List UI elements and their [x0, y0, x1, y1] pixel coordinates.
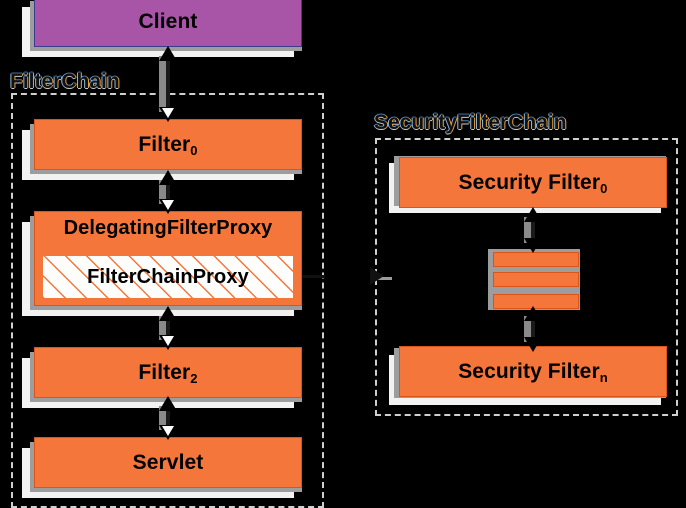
connector-proxy-to-security-chain-arrowhead — [370, 267, 384, 285]
group-security-filter-chain-label: SecurityFilterChain — [374, 111, 567, 134]
security-filtern-label: Security Filtern — [458, 359, 608, 385]
security-filter0-box[interactable]: Security Filter0 — [399, 157, 667, 208]
arrow-filter2-servlet — [152, 396, 184, 440]
arrow-security-filter0-stack — [517, 207, 549, 253]
client-box[interactable]: Client — [34, 0, 302, 47]
delegating-filter-proxy-label: DelegatingFilterProxy — [63, 217, 273, 239]
client-label: Client — [138, 9, 198, 33]
arrow-stack-security-filtern — [517, 306, 549, 352]
arrow-filter0-delegating — [152, 170, 184, 214]
servlet-label: Servlet — [132, 450, 204, 474]
filter-chain-proxy-label: FilterChainProxy — [87, 265, 249, 288]
servlet-box[interactable]: Servlet — [34, 437, 302, 488]
filter0-subscript: 0 — [190, 142, 198, 158]
security-filter0-subscript: 0 — [600, 180, 608, 196]
security-filter0-label: Security Filter0 — [458, 170, 608, 196]
arrow-client-filter0 — [152, 46, 184, 122]
filter0-box[interactable]: Filter0 — [34, 119, 302, 170]
filter2-box[interactable]: Filter2 — [34, 347, 302, 398]
filter2-subscript: 2 — [190, 370, 198, 386]
arrow-delegating-filter2 — [152, 306, 184, 350]
security-filter-stack — [488, 249, 580, 310]
stack-bar-1[interactable] — [493, 252, 579, 267]
filter2-label: Filter2 — [138, 360, 198, 386]
stack-bar-2[interactable] — [493, 272, 579, 287]
security-filtern-subscript: n — [599, 369, 608, 385]
filter0-label: Filter0 — [138, 132, 198, 158]
security-filtern-box[interactable]: Security Filtern — [399, 346, 667, 397]
connector-proxy-to-security-chain-line — [295, 275, 325, 278]
group-filter-chain-label: FilterChain — [10, 70, 120, 93]
filter-chain-proxy-box[interactable]: FilterChainProxy — [41, 254, 295, 300]
